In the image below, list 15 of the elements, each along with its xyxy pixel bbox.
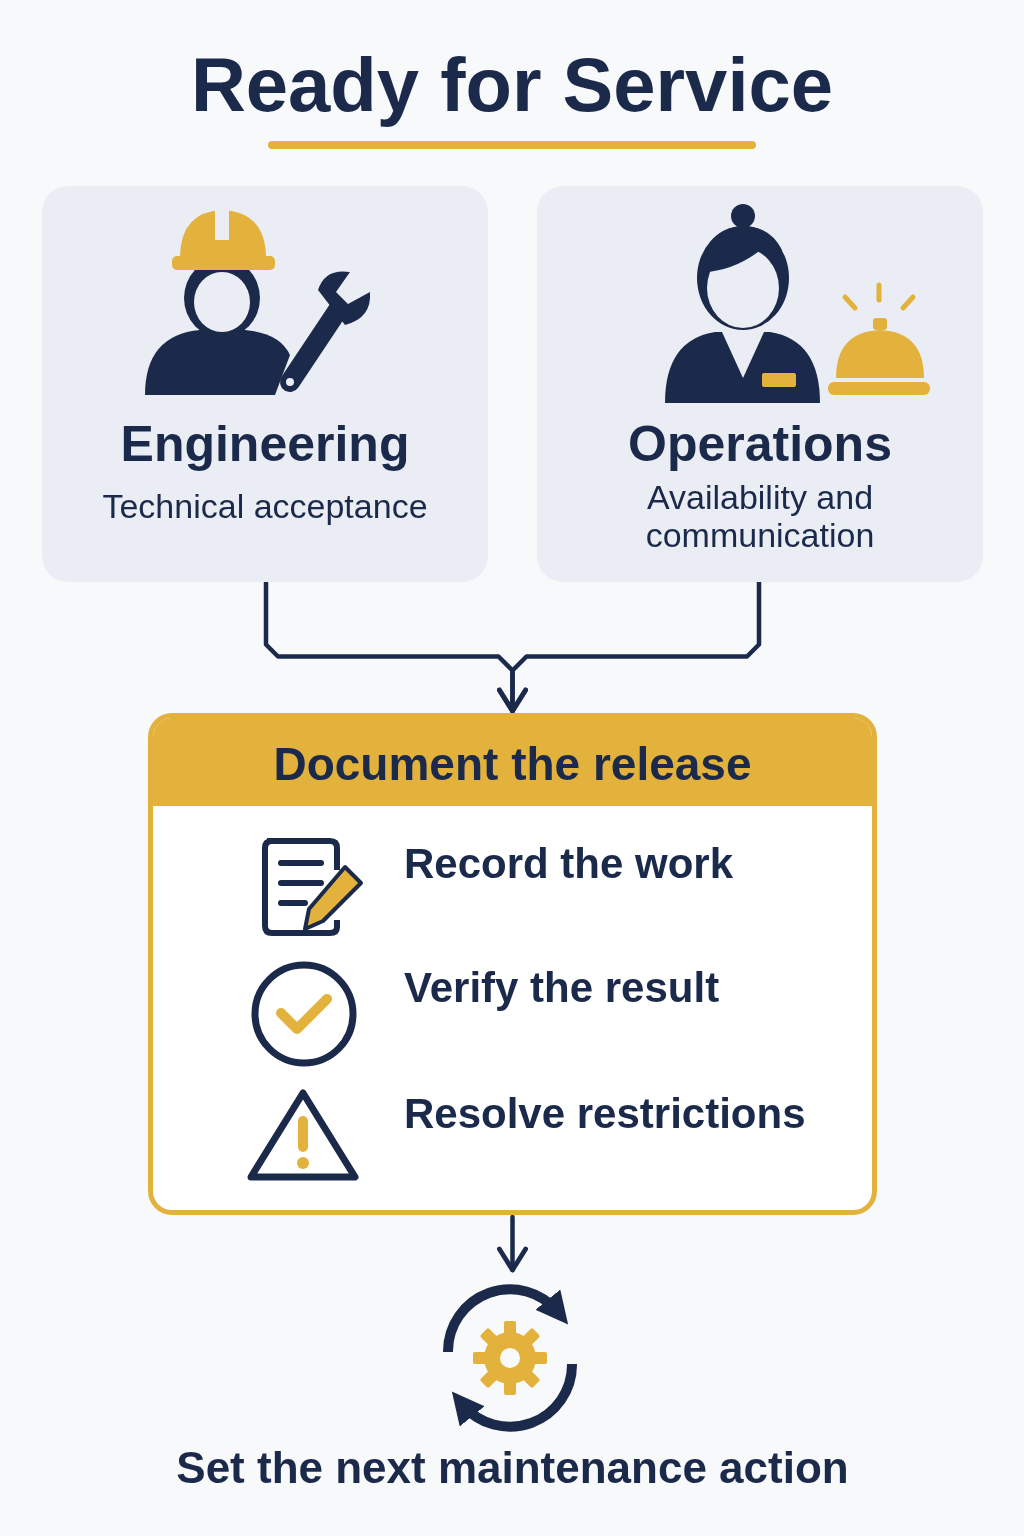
role-card (537, 186, 983, 582)
box-header: Document the release (153, 718, 872, 806)
card-title: Engineering (119, 416, 411, 472)
step-label: Set the next maintenance action (175, 1442, 850, 1494)
card-subtitle: Technical acceptance (101, 487, 429, 525)
checklist-item: Resolve restrictions (404, 1090, 806, 1138)
title: Ready for Service (189, 41, 835, 129)
arrow (497, 1214, 528, 1273)
arrow (497, 579, 762, 714)
role-card (42, 186, 488, 582)
checklist-item: Verify the result (404, 964, 720, 1012)
card-subtitle: Availability and communication (644, 478, 876, 554)
checklist-item: Record the work (404, 840, 734, 888)
checklist-box (148, 713, 877, 1215)
card-title: Operations (627, 416, 893, 472)
